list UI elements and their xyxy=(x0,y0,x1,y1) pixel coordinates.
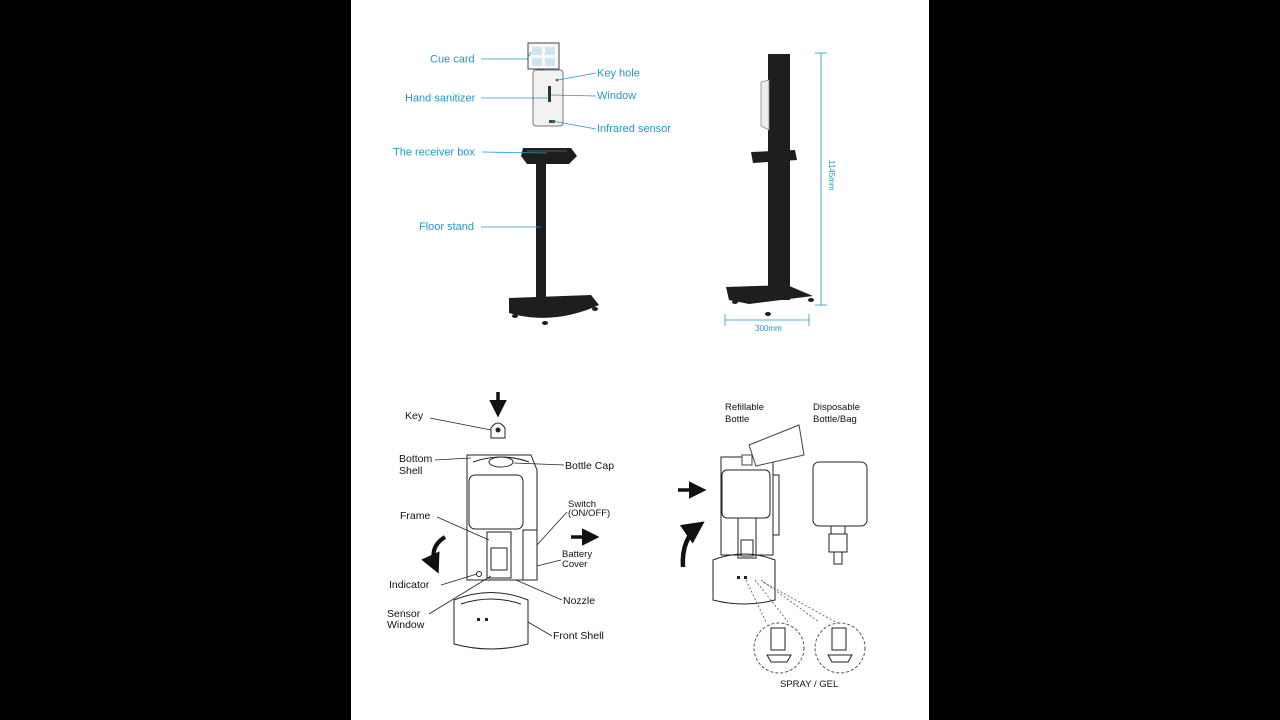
floor-stand-label: Floor stand xyxy=(419,221,474,233)
floor-stand-pole xyxy=(536,164,546,302)
refill-rotate-arrow xyxy=(679,521,705,568)
stand-base xyxy=(509,295,599,318)
bottle xyxy=(468,474,524,530)
spray-gel-label: SPRAY / GEL xyxy=(780,679,838,690)
gel-nozzle-detail xyxy=(814,622,866,674)
nozzle-label: Nozzle xyxy=(563,595,595,607)
receiver-box-label: The receiver box xyxy=(393,147,475,159)
switch-label-2: (ON/OFF) xyxy=(568,508,610,519)
bottle-cap-label: Bottle Cap xyxy=(565,460,614,472)
exploded-leaders xyxy=(428,417,568,637)
manual-page: Cue card Hand sanitizer The receiver box… xyxy=(351,0,929,720)
bottom-shell-label-1: Bottom xyxy=(399,453,433,465)
refillable-bottle xyxy=(748,424,805,467)
cue-card-label: Cue card xyxy=(430,54,475,66)
side-dispenser xyxy=(760,79,770,131)
bottom-shell-label-2: Shell xyxy=(399,465,422,477)
front-shell xyxy=(453,592,529,650)
refill-view-illustration xyxy=(678,424,868,674)
battery-cover-label-2: Cover xyxy=(562,559,587,570)
refill-front-shell xyxy=(712,553,776,605)
sanitizer-window xyxy=(548,86,551,102)
front-stand-leaders xyxy=(481,51,597,228)
height-dimension: 1145mm xyxy=(827,160,836,191)
front-shell-label: Front Shell xyxy=(553,630,604,642)
window-label: Window xyxy=(597,90,636,102)
refillable-label-1: Refillable xyxy=(725,402,764,413)
side-receiver-box xyxy=(751,150,797,163)
disposable-bottle xyxy=(812,461,868,527)
key-hole xyxy=(555,78,559,82)
indicator-label: Indicator xyxy=(389,579,430,591)
switch-label-1: Switch xyxy=(568,499,596,510)
receiver-box xyxy=(521,148,577,164)
dimension-lines xyxy=(724,52,827,326)
sensor-window-label-1: Sensor xyxy=(387,608,421,620)
frame-label: Frame xyxy=(400,510,430,522)
infrared-sensor xyxy=(549,120,555,123)
spray-nozzle-detail xyxy=(753,622,805,674)
side-stand-base xyxy=(726,285,813,304)
hand-sanitizer-label: Hand sanitizer xyxy=(405,93,476,105)
bottom-shell xyxy=(466,454,538,581)
disposable-label-2: Bottle/Bag xyxy=(813,414,857,425)
key-label: Key xyxy=(405,410,424,422)
key-hole-label: Key hole xyxy=(597,68,640,80)
bottle-cap xyxy=(488,456,514,468)
frame xyxy=(486,531,512,579)
exploded-view-illustration xyxy=(421,392,600,650)
product-diagram: Cue card Hand sanitizer The receiver box… xyxy=(387,42,868,690)
side-stand-illustration xyxy=(726,54,814,316)
battery-cover-label-1: Battery xyxy=(562,549,592,560)
battery-cover xyxy=(522,529,538,581)
width-dimension: 300mm xyxy=(755,324,782,333)
disposable-label-1: Disposable xyxy=(813,402,860,413)
front-stand-illustration xyxy=(509,42,599,325)
infrared-sensor-label: Infrared sensor xyxy=(597,123,671,135)
refillable-label-2: Bottle xyxy=(725,414,749,425)
rotate-arrow xyxy=(421,535,447,574)
sensor-window-label-2: Window xyxy=(387,619,425,631)
indicator xyxy=(476,571,482,577)
